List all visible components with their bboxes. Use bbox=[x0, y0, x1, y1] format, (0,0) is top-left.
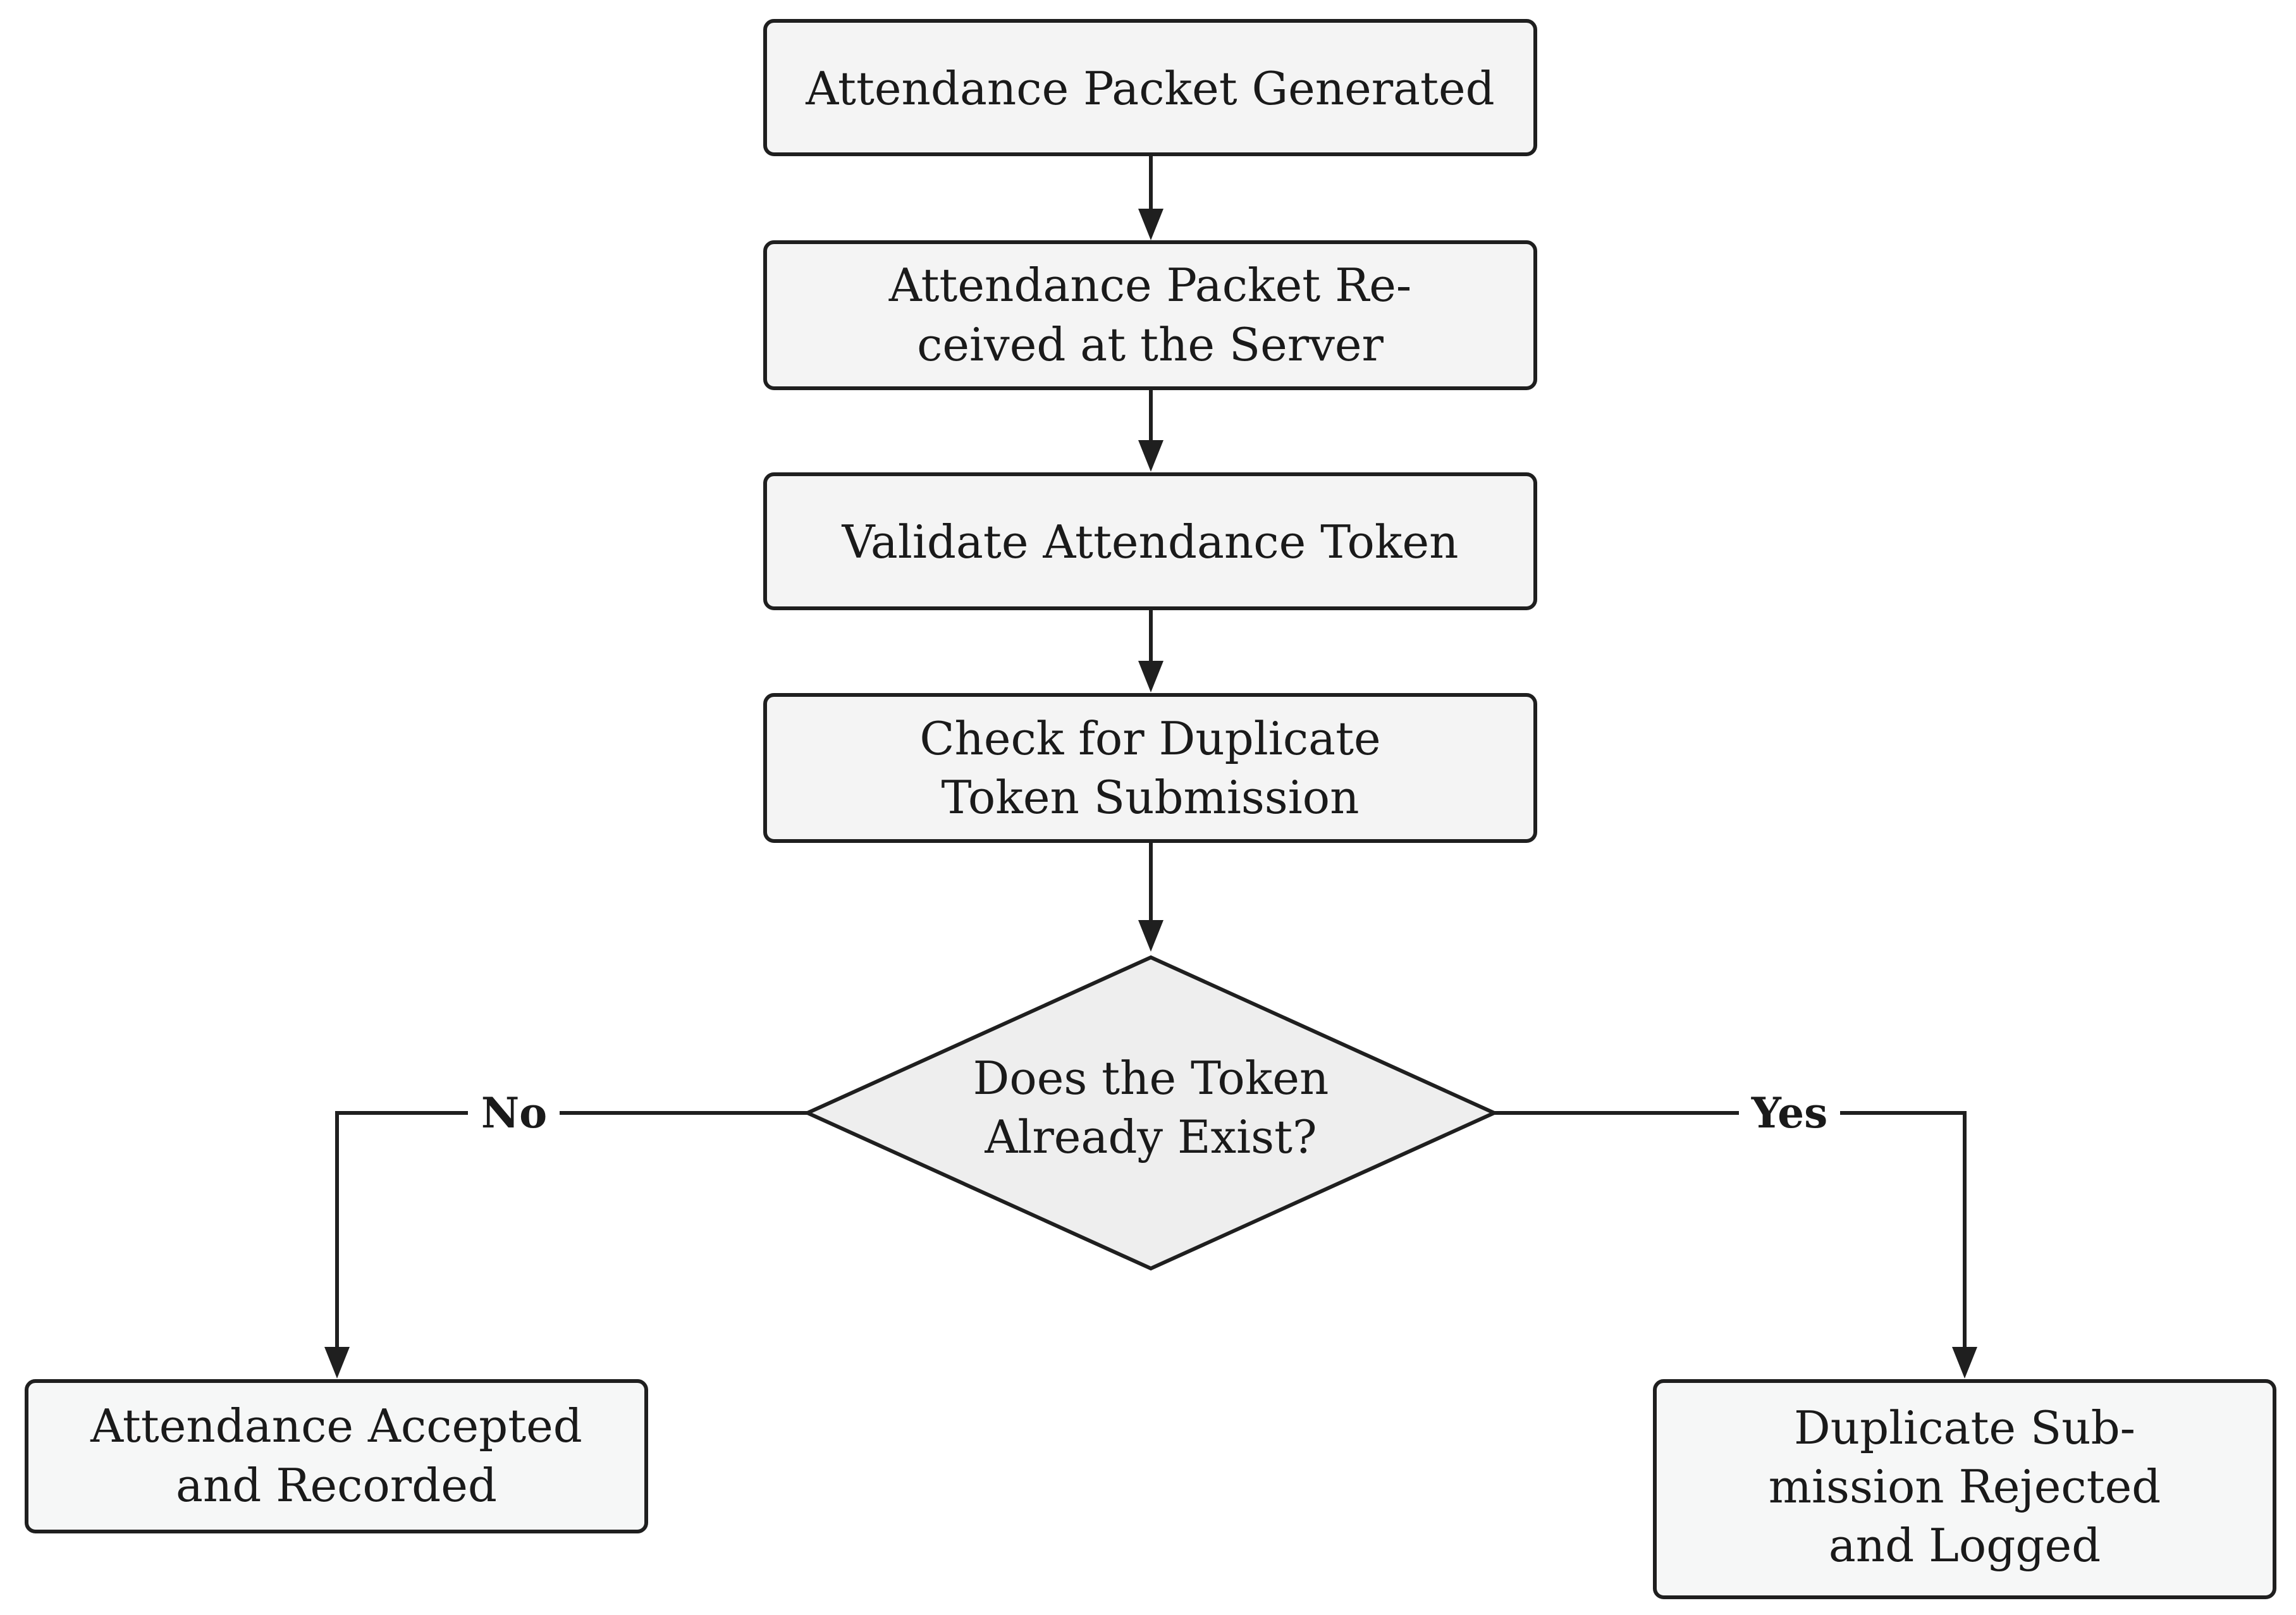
node-check-duplicate: Check for Duplicate Token Submission bbox=[763, 693, 1537, 843]
node-packet-generated-line-1: Attendance Packet Generated bbox=[805, 62, 1494, 115]
edge-no-branch-down bbox=[335, 1111, 468, 1353]
node-attendance-accepted: Attendance Accepted and Recorded bbox=[25, 1379, 648, 1533]
node-validate-token-line-1: Validate Attendance Token bbox=[842, 515, 1459, 568]
decision-diamond-shape bbox=[802, 955, 1499, 1271]
edge-label-no: No bbox=[481, 1088, 547, 1138]
node-submission-rejected-line-1: Duplicate Sub- bbox=[1794, 1401, 2135, 1454]
arrowhead-rejected bbox=[1952, 1347, 1977, 1379]
node-token-exists-decision: Does the Token Already Exist? bbox=[802, 955, 1499, 1271]
node-token-exists-line-1: Does the Token bbox=[973, 1052, 1329, 1105]
node-packet-generated-shape bbox=[763, 19, 1537, 156]
edge-yes-branch-down bbox=[1840, 1111, 1967, 1353]
connectors bbox=[324, 154, 1977, 1379]
node-attendance-accepted-line-1: Attendance Accepted bbox=[90, 1399, 582, 1452]
node-packet-generated: Attendance Packet Generated bbox=[763, 19, 1537, 156]
arrowhead-received bbox=[1138, 209, 1163, 240]
node-validate-token: Validate Attendance Token bbox=[763, 472, 1537, 610]
node-check-duplicate-line-2: Token Submission bbox=[941, 771, 1359, 824]
node-check-duplicate-line-1: Check for Duplicate bbox=[919, 712, 1380, 765]
node-validate-token-shape bbox=[763, 472, 1537, 610]
node-packet-received-shape bbox=[763, 240, 1537, 390]
node-attendance-accepted-shape bbox=[25, 1379, 648, 1533]
node-packet-received-line-2: ceived at the Server bbox=[917, 318, 1384, 371]
node-packet-received: Attendance Packet Re- ceived at the Serv… bbox=[763, 240, 1537, 390]
node-submission-rejected: Duplicate Sub- mission Rejected and Logg… bbox=[1653, 1379, 2276, 1599]
node-submission-rejected-line-3: and Logged bbox=[1829, 1519, 2101, 1572]
node-check-duplicate-shape bbox=[763, 693, 1537, 843]
node-token-exists-line-2: Already Exist? bbox=[984, 1110, 1317, 1164]
arrowhead-decision bbox=[1138, 920, 1163, 952]
arrowhead-validate bbox=[1138, 440, 1163, 472]
node-attendance-accepted-line-2: and Recorded bbox=[176, 1459, 497, 1512]
node-packet-received-line-1: Attendance Packet Re- bbox=[888, 259, 1411, 312]
edge-label-yes: Yes bbox=[1751, 1088, 1828, 1138]
node-submission-rejected-line-2: mission Rejected bbox=[1769, 1460, 2161, 1513]
arrowhead-check bbox=[1138, 661, 1163, 692]
arrowhead-accepted bbox=[324, 1347, 350, 1379]
node-submission-rejected-shape bbox=[1653, 1379, 2276, 1599]
